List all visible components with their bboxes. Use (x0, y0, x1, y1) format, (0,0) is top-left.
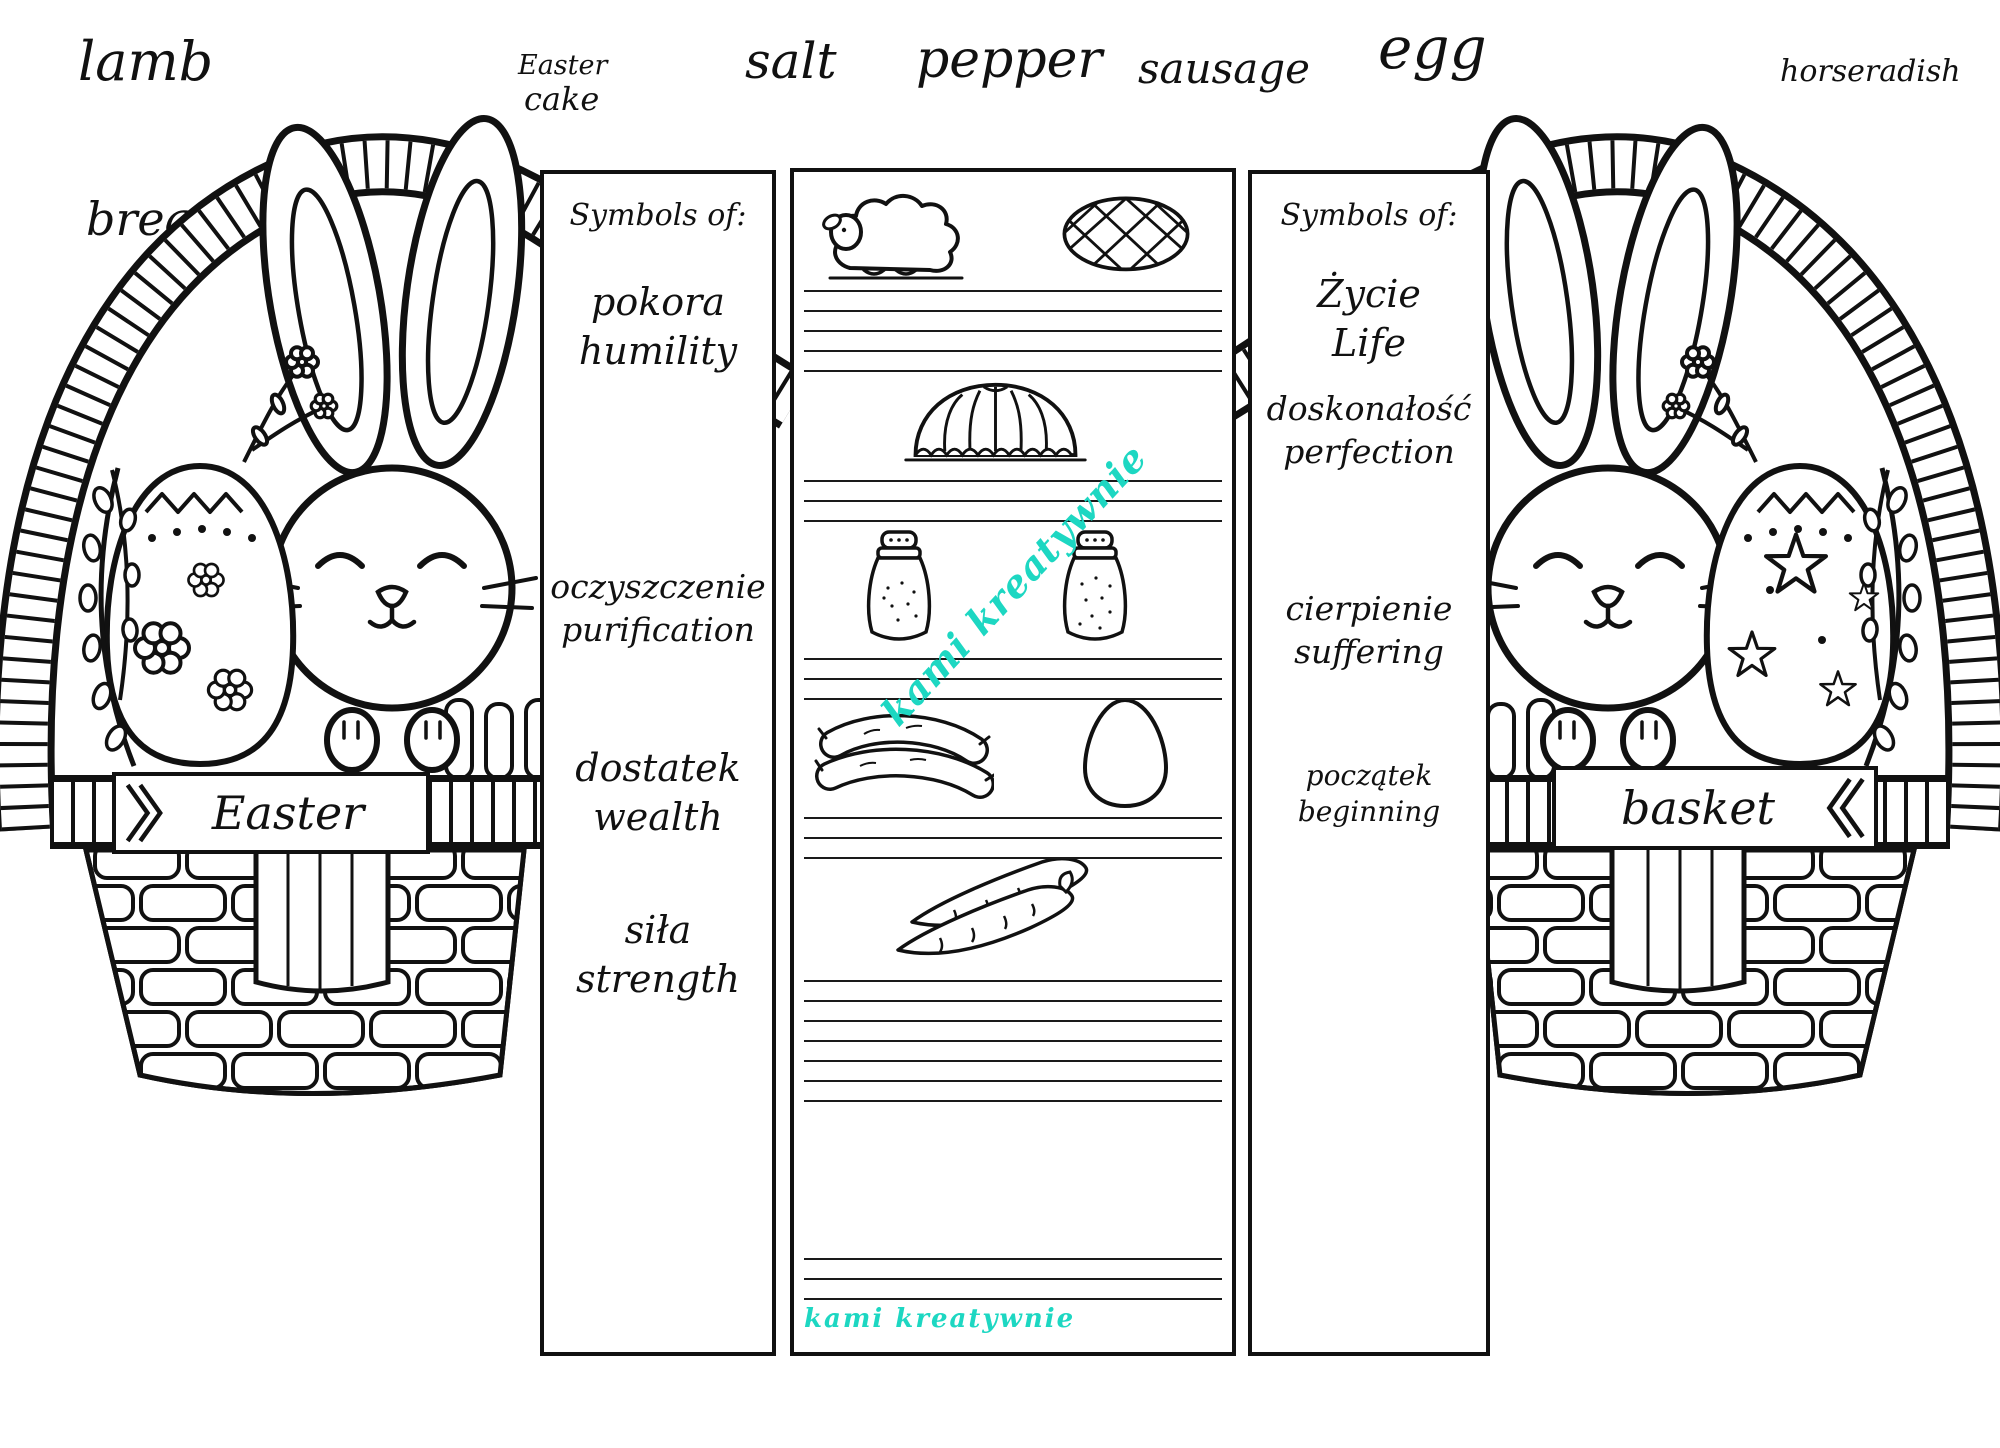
symbol-pl: początek (1305, 759, 1433, 792)
vocab-lamb: lamb (78, 30, 214, 93)
banner-left-label: Easter (211, 786, 365, 840)
ribbon-chevron-icon (125, 783, 163, 843)
writing-lines (804, 980, 1222, 1102)
symbol-item: dostatek wealth (544, 744, 772, 843)
ribbon-chevron-icon (1826, 777, 1865, 839)
vocab-egg: egg (1378, 14, 1487, 82)
vocab-cake: cake (524, 80, 600, 118)
egg-icon (1082, 697, 1169, 809)
vocab-horseradish: horseradish (1780, 54, 1961, 89)
banner-easter: Easter (112, 772, 430, 854)
symbol-pl: oczyszczenie (550, 567, 766, 606)
symbol-item: początek beginning (1252, 758, 1486, 831)
pepper-shaker-icon (1062, 530, 1128, 641)
vocab-easter: Easter (518, 50, 608, 81)
banner-right-label: basket (1620, 781, 1776, 835)
banner-basket: basket (1552, 766, 1878, 850)
writing-lines (804, 1258, 1222, 1300)
symbol-item: Życie Life (1252, 270, 1486, 369)
panel-heading: Symbols of: (569, 198, 747, 233)
right-egg-stars (1727, 532, 1880, 707)
symbol-pl: Życie (1317, 272, 1421, 316)
symbol-pl: doskonałość (1266, 389, 1472, 428)
salt-shaker-icon (866, 530, 932, 641)
symbol-pl: pokora (591, 280, 725, 324)
symbols-panel-right: Symbols of: Życie Life doskonałość perfe… (1248, 170, 1490, 1356)
sausage-icon (814, 713, 994, 799)
left-egg-flowers (133, 562, 254, 712)
symbol-item: oczyszczenie purification (544, 566, 772, 652)
vocab-sausage: sausage (1138, 44, 1310, 93)
symbol-pl: siła (624, 908, 692, 952)
symbols-panel-left: Symbols of: pokora humility oczyszczenie… (540, 170, 776, 1356)
right-basket (1205, 111, 1976, 1093)
horseradish-icon (896, 858, 1089, 956)
symbol-en: perfection (1283, 431, 1455, 471)
pictures-panel: kami kreatywnie kami kreatywnie (790, 168, 1236, 1356)
vocab-salt: salt (745, 32, 837, 90)
symbol-item: doskonałość perfection (1252, 388, 1486, 474)
writing-lines (804, 817, 1222, 859)
symbol-en: humility (578, 329, 738, 374)
writing-lines (804, 658, 1222, 700)
symbol-en: suffering (1294, 631, 1444, 671)
symbol-en: purification (561, 609, 755, 649)
symbol-pl: cierpienie (1285, 589, 1453, 628)
symbol-en: wealth (593, 795, 723, 840)
symbol-en: strength (576, 957, 740, 1002)
symbol-item: siła strength (544, 906, 772, 1005)
symbol-item: cierpienie suffering (1252, 588, 1486, 674)
symbol-en: beginning (1297, 795, 1441, 829)
lamb-icon (822, 194, 964, 280)
writing-lines (804, 480, 1222, 522)
symbol-item: pokora humility (544, 278, 772, 377)
panel-heading: Symbols of: (1280, 198, 1458, 233)
bread-icon (1062, 196, 1190, 272)
left-basket (24, 111, 795, 1093)
easter-cake-icon (904, 382, 1087, 462)
symbol-en: Life (1332, 321, 1406, 366)
watermark-bottom: kami kreatywnie (804, 1304, 1076, 1334)
vocab-pepper: pepper (916, 30, 1103, 90)
symbol-pl: dostatek (575, 746, 741, 790)
writing-lines (804, 290, 1222, 372)
